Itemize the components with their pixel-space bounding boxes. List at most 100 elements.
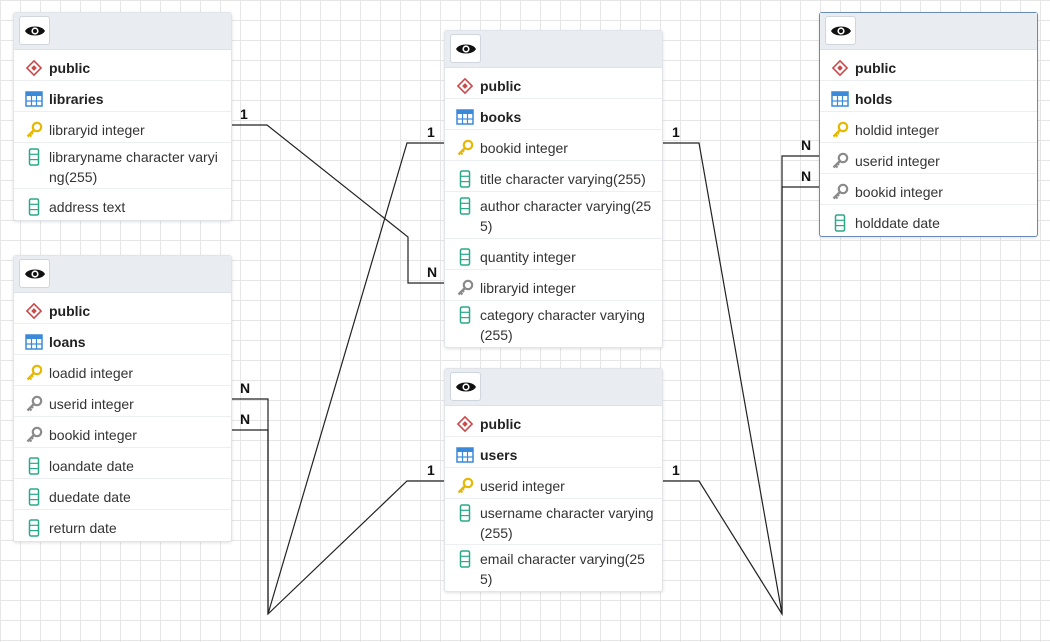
table-card-users[interactable]: public users userid integer username cha… [444,368,663,592]
table-card-header [820,13,1037,50]
schema-icon [24,301,44,321]
foreign-key-icon [830,182,850,202]
column-row[interactable]: bookid integer [445,130,662,161]
column-label: author character varying(255) [480,198,652,234]
column-row[interactable]: libraryname character varying(255) [14,143,231,189]
eye-icon[interactable] [450,34,481,63]
table-name: libraries [49,91,104,107]
primary-key-icon [455,138,475,158]
link-users-holds [663,155,819,617]
cardinality-label: N [240,411,251,427]
column-label: libraryid integer [480,280,576,296]
schema-name: public [49,303,91,319]
table-name-row: holds [820,81,1037,112]
column-row[interactable]: title character varying(255) [445,161,662,192]
link-books-holds [663,142,819,615]
schema-name: public [855,60,897,76]
column-row[interactable]: quantity integer [445,239,662,270]
schema-name: public [480,416,522,432]
cardinality-label: N [801,168,812,184]
cardinality-label: 1 [427,124,435,140]
column-row[interactable]: email character varying(255) [445,545,662,591]
column-label: bookid integer [480,140,568,156]
table-card-holds[interactable]: public holds holdid integer userid integ… [819,12,1038,237]
column-row[interactable]: username character varying(255) [445,499,662,545]
table-icon [830,89,850,109]
column-row[interactable]: duedate date [14,479,231,510]
column-icon [24,197,44,217]
column-row[interactable]: libraryid integer [445,270,662,301]
cardinality-label: N [240,380,251,396]
eye-icon[interactable] [825,16,856,45]
table-card-header [445,369,662,406]
cardinality-label: 1 [672,124,680,140]
table-name: books [480,109,522,125]
table-icon [24,89,44,109]
column-icon [455,196,475,216]
column-row[interactable]: category character varying (255) [445,301,662,347]
schema-name: public [480,78,522,94]
table-card-header [14,13,231,50]
eye-icon[interactable] [19,259,50,288]
column-icon [455,305,475,325]
table-name-row: books [445,99,662,130]
column-row[interactable]: libraryid integer [14,112,231,143]
column-label: bookid integer [49,427,137,443]
cardinality-label: N [427,264,438,280]
column-label: email character varying(255) [480,551,645,587]
column-row[interactable]: address text [14,189,231,220]
column-label: userid integer [49,396,134,412]
schema-icon [455,414,475,434]
link-books-loans [232,142,444,615]
table-name: users [480,447,518,463]
table-card-loans[interactable]: public loans loadid integer userid integ… [13,255,232,542]
table-name: holds [855,91,893,107]
column-row[interactable]: loadid integer [14,355,231,386]
table-card-books[interactable]: public books bookid integer title charac… [444,30,663,348]
column-row[interactable]: holdid integer [820,112,1037,143]
foreign-key-icon [24,394,44,414]
primary-key-icon [455,476,475,496]
column-row[interactable]: bookid integer [820,174,1037,205]
column-label: title character varying(255) [480,171,646,187]
schema-row: public [445,406,662,437]
primary-key-icon [24,120,44,140]
eye-icon[interactable] [19,16,50,45]
table-icon [455,107,475,127]
cardinality-label: 1 [427,462,435,478]
column-row[interactable]: author character varying(255) [445,192,662,239]
column-row[interactable]: userid integer [14,386,231,417]
column-row[interactable]: bookid integer [14,417,231,448]
eye-icon[interactable] [450,372,481,401]
schema-row: public [445,68,662,99]
table-icon [24,332,44,352]
column-row[interactable]: userid integer [820,143,1037,174]
link-libraries-books [232,124,444,284]
column-row[interactable]: return date [14,510,231,541]
schema-icon [830,58,850,78]
table-name-row: loans [14,324,231,355]
column-label: libraryid integer [49,122,145,138]
foreign-key-icon [24,425,44,445]
column-label: bookid integer [855,184,943,200]
column-label: quantity integer [480,249,576,265]
foreign-key-icon [455,278,475,298]
column-label: address text [49,199,126,215]
table-name: loans [49,334,86,350]
table-card-header [445,31,662,68]
column-row[interactable]: loandate date [14,448,231,479]
schema-icon [455,76,475,96]
cardinality-label: 1 [672,462,680,478]
table-card-libraries[interactable]: public libraries libraryid integer libra… [13,12,232,221]
column-icon [24,518,44,538]
table-name-row: libraries [14,81,231,112]
primary-key-icon [24,363,44,383]
schema-icon [24,58,44,78]
column-row[interactable]: holddate date [820,205,1037,236]
column-label: holddate date [855,215,940,231]
column-label: duedate date [49,489,131,505]
column-row[interactable]: userid integer [445,468,662,499]
column-icon [455,247,475,267]
schema-row: public [14,50,231,81]
